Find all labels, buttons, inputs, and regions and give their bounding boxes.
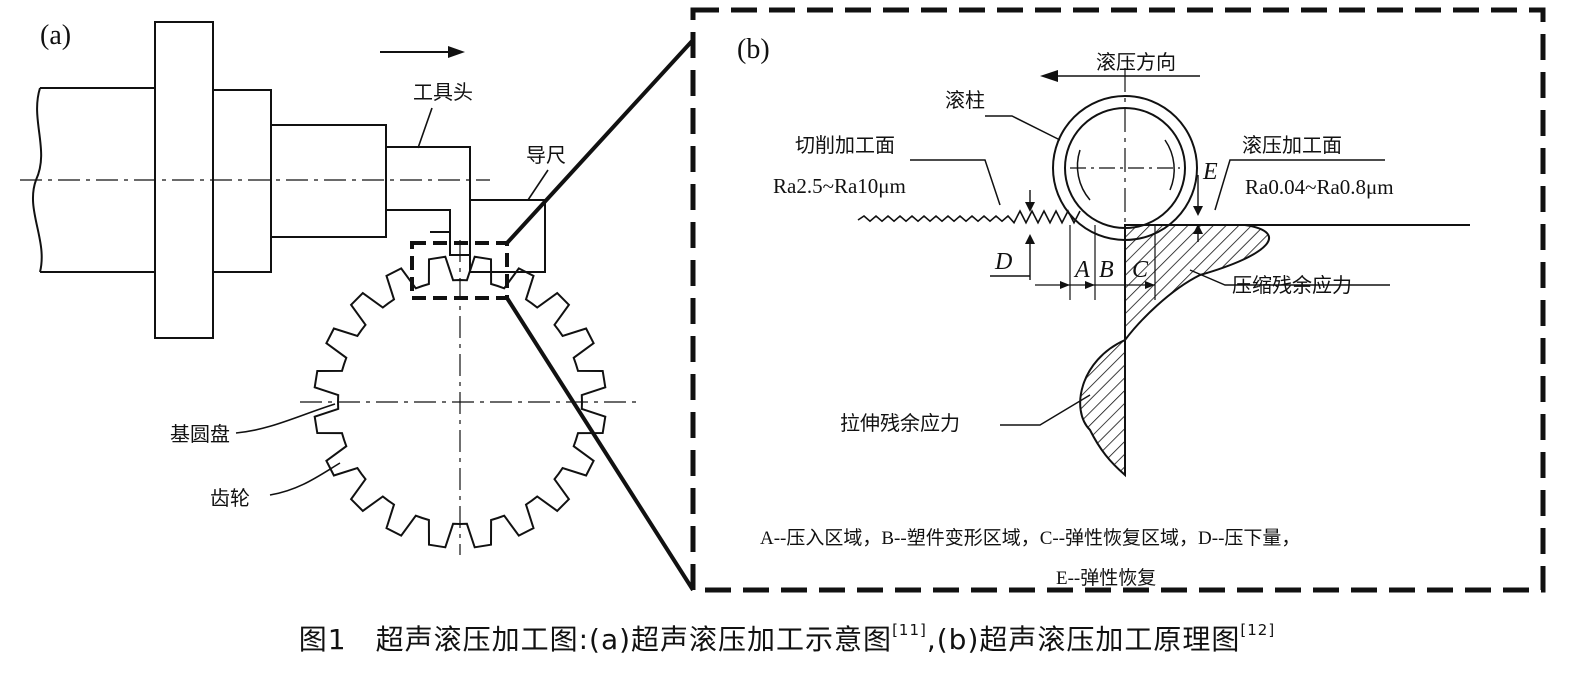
tensile-stress-region (1079, 338, 1126, 478)
caption-main: 图1 超声滚压加工图:(a)超声滚压加工示意图 (298, 623, 893, 656)
label-base-disc: 基圆盘 (170, 422, 230, 446)
zoom-box (410, 241, 509, 300)
label-C: C (1132, 257, 1149, 283)
label-cut-ra: Ra2.5~Ra10μm (773, 174, 906, 198)
label-roll-surface: 滚压加工面 (1242, 133, 1342, 157)
label-gear: 齿轮 (210, 486, 250, 510)
legend-line-1: A--压入区域，B--塑件变形区域，C--弹性恢复区域，D--压下量， (760, 528, 1301, 549)
flange-second (212, 89, 272, 273)
label-guide: 导尺 (526, 143, 566, 167)
label-cut-surface: 切削加工面 (795, 133, 895, 157)
label-roller: 滚柱 (945, 88, 985, 112)
tool-tip (386, 209, 451, 233)
label-tool-head: 工具头 (413, 80, 473, 104)
roller-rotation-arrow (1076, 149, 1091, 201)
label-roll-ra: Ra0.04~Ra0.8μm (1245, 175, 1394, 199)
label-D: D (995, 249, 1013, 275)
leader-tool-head (417, 107, 433, 149)
label-B: B (1099, 257, 1114, 283)
tool-head (386, 146, 471, 256)
leader-guide (527, 169, 549, 201)
label-A: A (1075, 257, 1090, 283)
caption-ref-1: [11] (892, 621, 927, 639)
gear-leaders (235, 403, 341, 496)
shaft-step (270, 124, 387, 238)
gear-outline (313, 255, 607, 549)
label-E: E (1203, 159, 1218, 185)
centerlines-a (20, 179, 640, 555)
zoom-connectors (505, 38, 695, 592)
cut-surface-profile (857, 209, 1081, 225)
caption-mid: ,(b)超声滚压加工原理图 (926, 623, 1241, 656)
label-tensile: 拉伸残余应力 (840, 411, 960, 435)
legend-line-2: E--弹性恢复 (1056, 568, 1157, 589)
label-compressive: 压缩残余应力 (1232, 273, 1352, 297)
label-direction: 滚压方向 (1096, 50, 1176, 74)
direction-arrowhead-b (1040, 70, 1058, 82)
guide-rule (469, 199, 546, 273)
caption-ref-2: [12] (1240, 621, 1276, 639)
direction-arrowhead-a (448, 46, 465, 58)
panel-b-frame (690, 7, 1546, 593)
panel-b-tag: (b) (737, 34, 770, 65)
compressive-stress-region (1124, 224, 1270, 343)
figure-caption: 图1 超声滚压加工图:(a)超声滚压加工示意图[11],(b)超声滚压加工原理图… (0, 618, 1574, 658)
panel-a-tag: (a) (40, 20, 72, 51)
